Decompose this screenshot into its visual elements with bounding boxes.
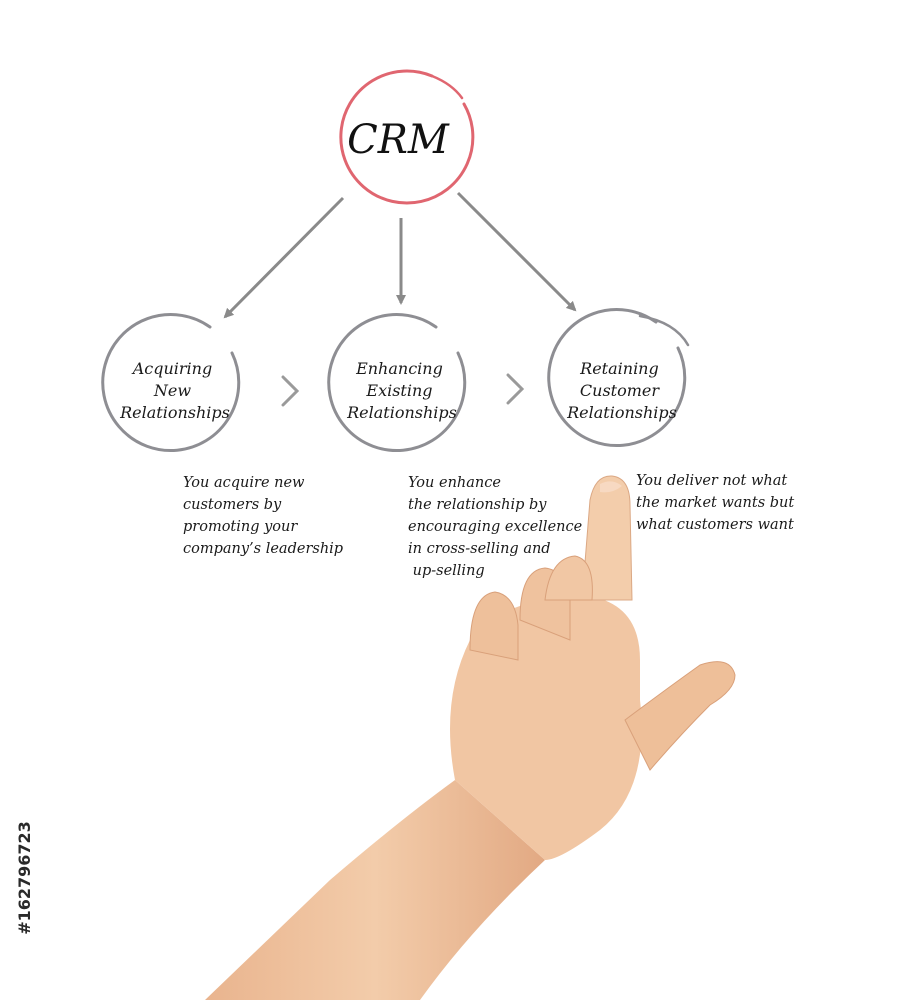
arrow-to-retaining [456, 191, 577, 312]
stage-ring [101, 313, 241, 452]
chevron-right-icon [281, 375, 300, 407]
root-node: CRM [339, 69, 475, 205]
stage-ring-tail [638, 314, 690, 347]
stage-label: Acquiring New Relationships [119, 359, 230, 422]
stage-enhancing: Enhancing Existing Relationships [327, 313, 467, 452]
stage-retaining: Retaining Customer Relationships [547, 308, 690, 447]
stock-id-watermark: #162796723 [15, 821, 34, 935]
stage-label: Retaining Customer Relationships [566, 359, 677, 422]
description-enhancing: You enhance the relationship by encourag… [408, 475, 587, 579]
description-acquiring: You acquire new customers by promoting y… [183, 475, 343, 557]
description-retaining: You deliver not what the market wants bu… [636, 473, 799, 533]
arrow-to-acquiring [223, 196, 345, 319]
stage-acquiring: Acquiring New Relationships [101, 313, 241, 452]
chevron-right-icon [506, 373, 525, 405]
stage-ring [547, 308, 687, 447]
stage-label: Enhancing Existing Relationships [346, 359, 457, 422]
stage-ring [327, 313, 467, 452]
root-arrows [223, 191, 577, 319]
root-ring [339, 69, 475, 205]
pointing-hand-image [205, 475, 736, 1000]
root-ring-accent [430, 74, 464, 100]
root-label: CRM [347, 117, 450, 163]
